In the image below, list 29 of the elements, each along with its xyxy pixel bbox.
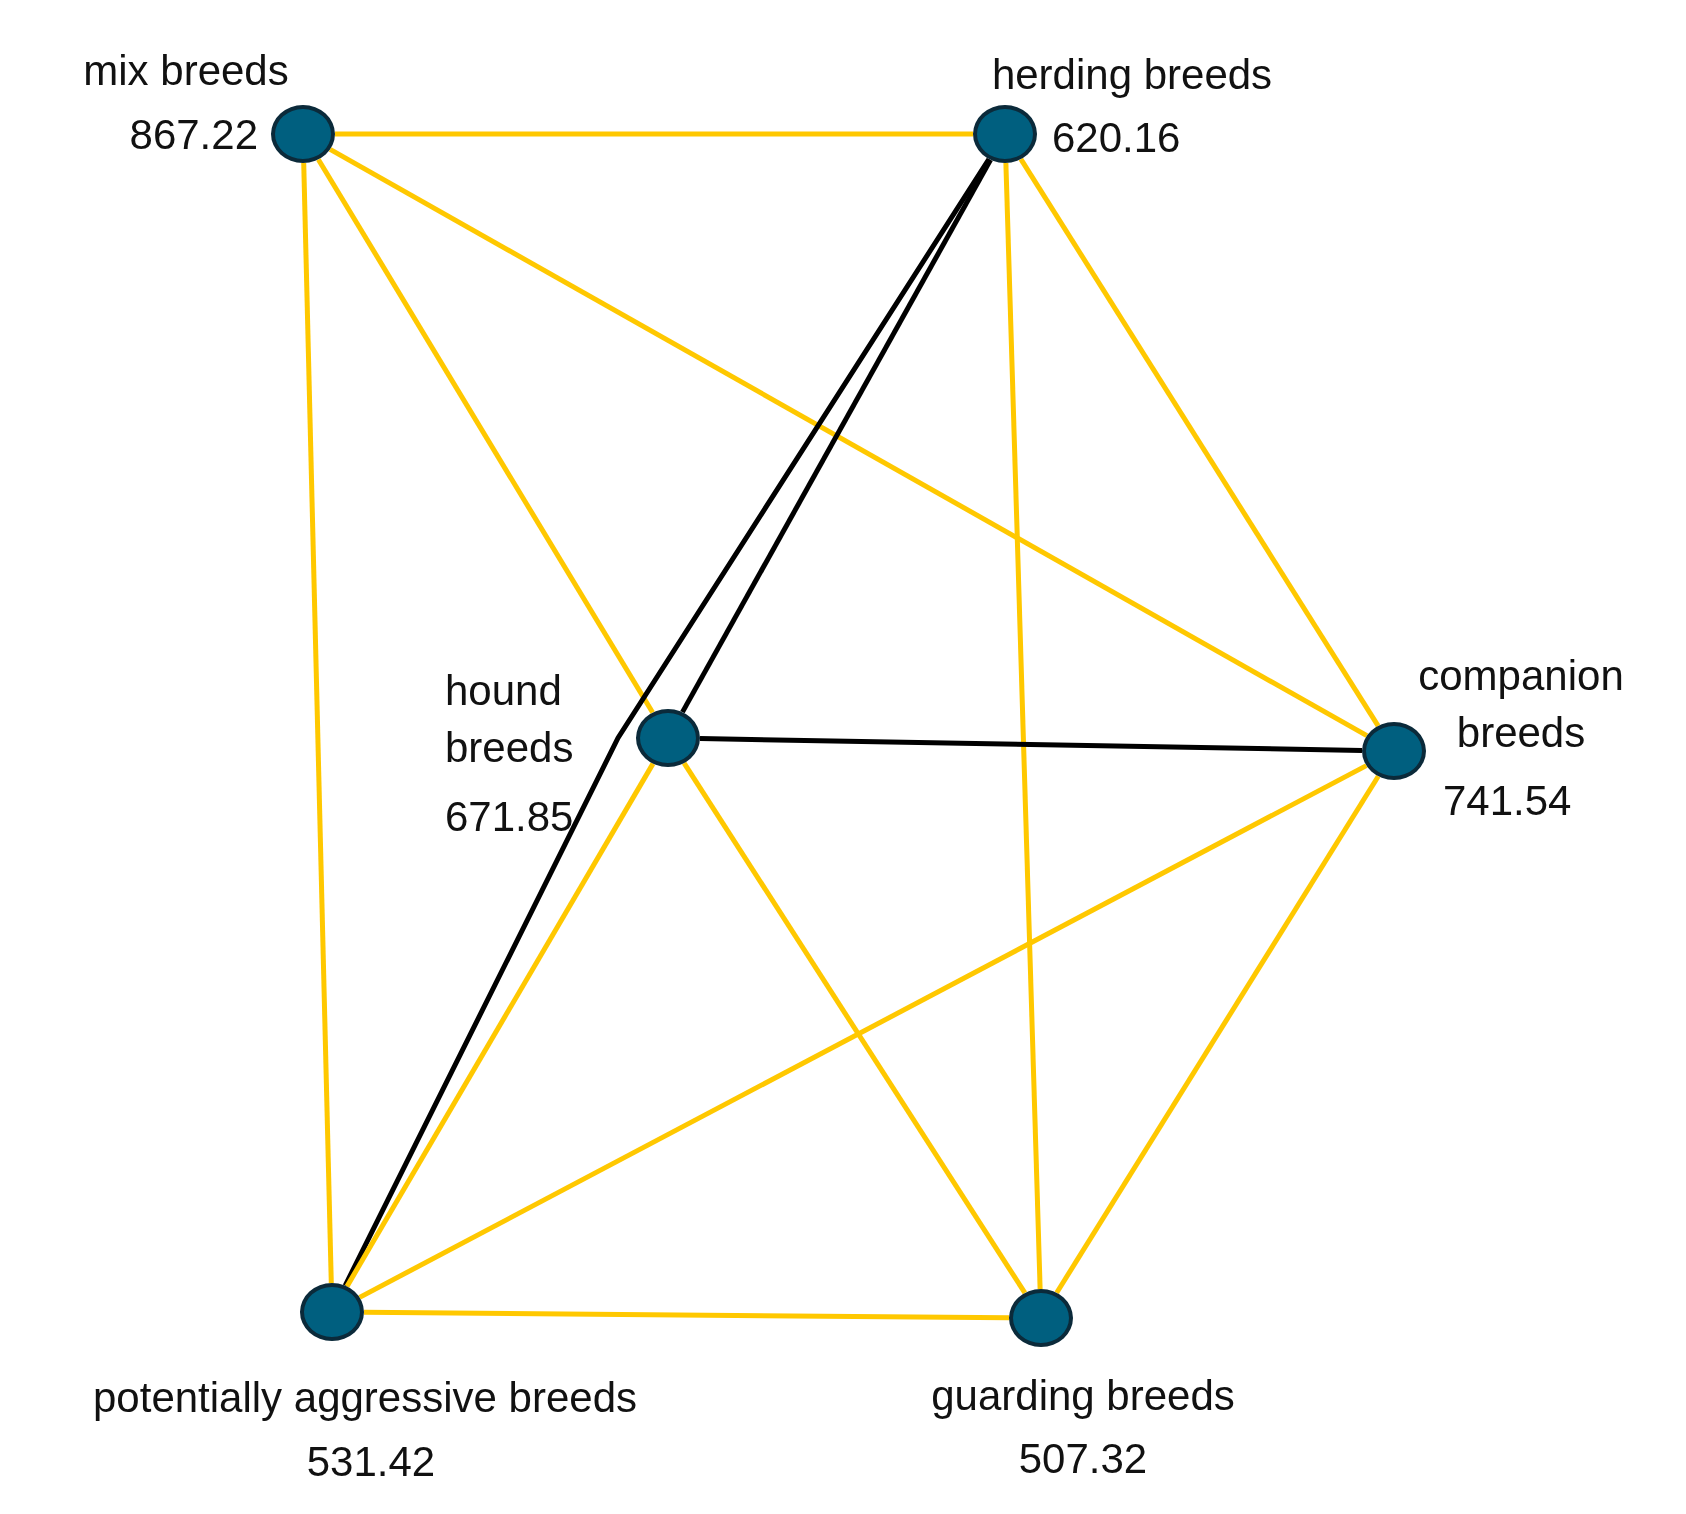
- connector-line: [316, 158, 655, 714]
- node-label: herding breeds: [991, 49, 1273, 100]
- circle-node: [300, 1283, 364, 1341]
- value-label: 671.85: [445, 791, 574, 842]
- value-label: 507.32: [1018, 1433, 1148, 1484]
- circle-node: [1362, 722, 1426, 780]
- connector-line: [680, 158, 993, 714]
- node-label: hound breeds: [445, 666, 575, 773]
- connector-line: [328, 147, 1369, 738]
- connector-line: [335, 131, 973, 137]
- connector-line: [1018, 157, 1381, 728]
- circle-node: [636, 709, 700, 767]
- value-label: 741.54: [1443, 775, 1572, 826]
- connector-line: [358, 763, 1368, 1300]
- node-label: mix breeds: [83, 45, 289, 96]
- value-label: 531.42: [306, 1436, 436, 1487]
- connector-line: [363, 1309, 1010, 1321]
- node-label: potentially aggressive breeds: [93, 1372, 637, 1423]
- circle-node: [271, 105, 335, 163]
- connector-line: [682, 761, 1027, 1295]
- node-label: guarding breeds: [931, 1370, 1235, 1421]
- connector-line: [1054, 774, 1381, 1295]
- connector-line: [301, 162, 334, 1284]
- node-label: companion breeds: [1417, 651, 1625, 758]
- value-label: 620.16: [1052, 112, 1181, 163]
- connector-line: [344, 762, 656, 1288]
- value-label: 867.22: [129, 109, 258, 160]
- connector-line: [1003, 162, 1043, 1290]
- connector-line: [699, 736, 1363, 753]
